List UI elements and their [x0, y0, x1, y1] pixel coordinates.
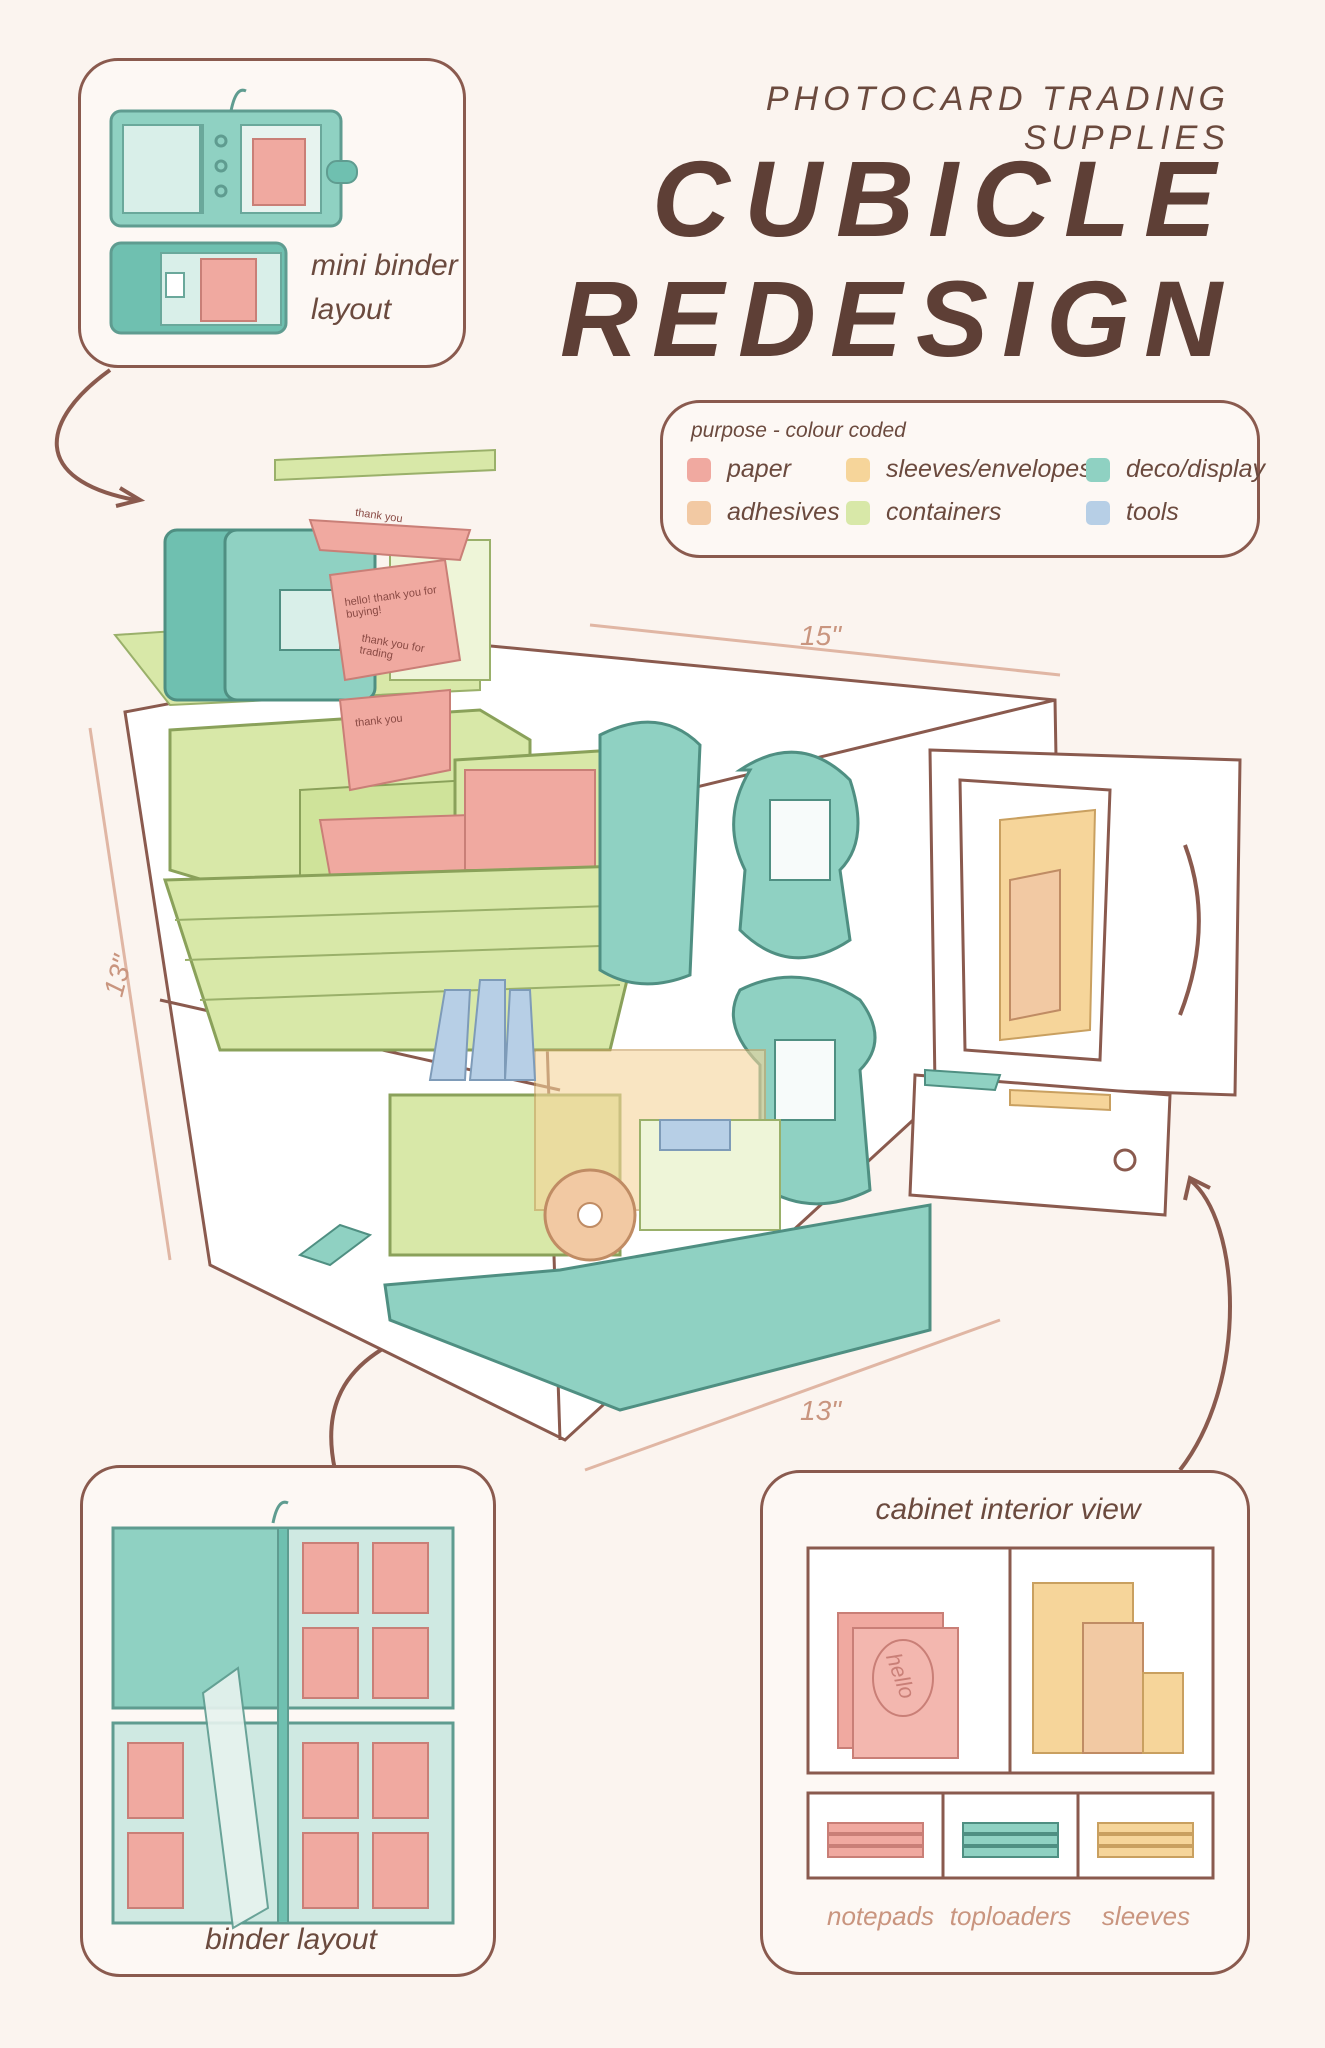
dimension-width: 15" — [800, 620, 842, 651]
mini-binder-label-2: layout — [311, 293, 392, 326]
drawer-label-toploaders: toploaders — [949, 1901, 1072, 1931]
legend-label: deco/display — [1126, 455, 1265, 483]
mini-binder-illustration — [109, 88, 358, 335]
mini-binder-panel: mini binder layout — [78, 58, 466, 368]
legend: purpose - colour coded paper sleeves/env… — [660, 400, 1265, 558]
legend-label: tools — [1126, 498, 1179, 526]
binder-layout-label: binder layout — [205, 1923, 377, 1956]
cabinet-interior-panel: cabinet interior view hello notepads top… — [760, 1470, 1250, 1975]
legend-item-containers: containers — [846, 498, 1001, 527]
drawer-label-sleeves: sleeves — [1101, 1901, 1191, 1931]
legend-item-paper: paper — [687, 455, 791, 484]
drawer-label-notepads: notepads — [827, 1901, 934, 1931]
legend-item-tools: tools — [1086, 498, 1179, 527]
swatch-adhesives — [687, 500, 711, 525]
legend-label: adhesives — [727, 498, 840, 526]
legend-item-deco: deco/display — [1086, 455, 1265, 484]
legend-title: purpose - colour coded — [691, 419, 906, 442]
mini-binder-label-1: mini binder — [311, 249, 458, 282]
dimension-depth: 13" — [800, 1395, 842, 1426]
binder-illustration — [111, 1500, 455, 1930]
legend-label: paper — [727, 455, 791, 483]
cabinet-interior-title: cabinet interior view — [875, 1493, 1141, 1526]
legend-item-sleeves: sleeves/envelopes — [846, 455, 1092, 484]
legend-label: containers — [886, 498, 1002, 526]
legend-item-adhesives: adhesives — [687, 498, 840, 527]
swatch-tools — [1086, 500, 1110, 525]
page-title-line1: CUBICLE — [652, 138, 1230, 259]
legend-label: sleeves/envelopes — [886, 455, 1092, 483]
swatch-sleeves — [846, 457, 870, 482]
binder-layout-panel: binder layout — [80, 1465, 496, 1977]
swatch-deco — [1086, 457, 1110, 482]
subtitle: PHOTOCARD TRADING SUPPLIES — [765, 80, 1230, 157]
swatch-containers — [846, 500, 870, 525]
page-title-line2: REDESIGN — [560, 258, 1237, 379]
swatch-paper — [687, 457, 711, 482]
cabinet-illustration — [806, 1546, 1215, 1880]
